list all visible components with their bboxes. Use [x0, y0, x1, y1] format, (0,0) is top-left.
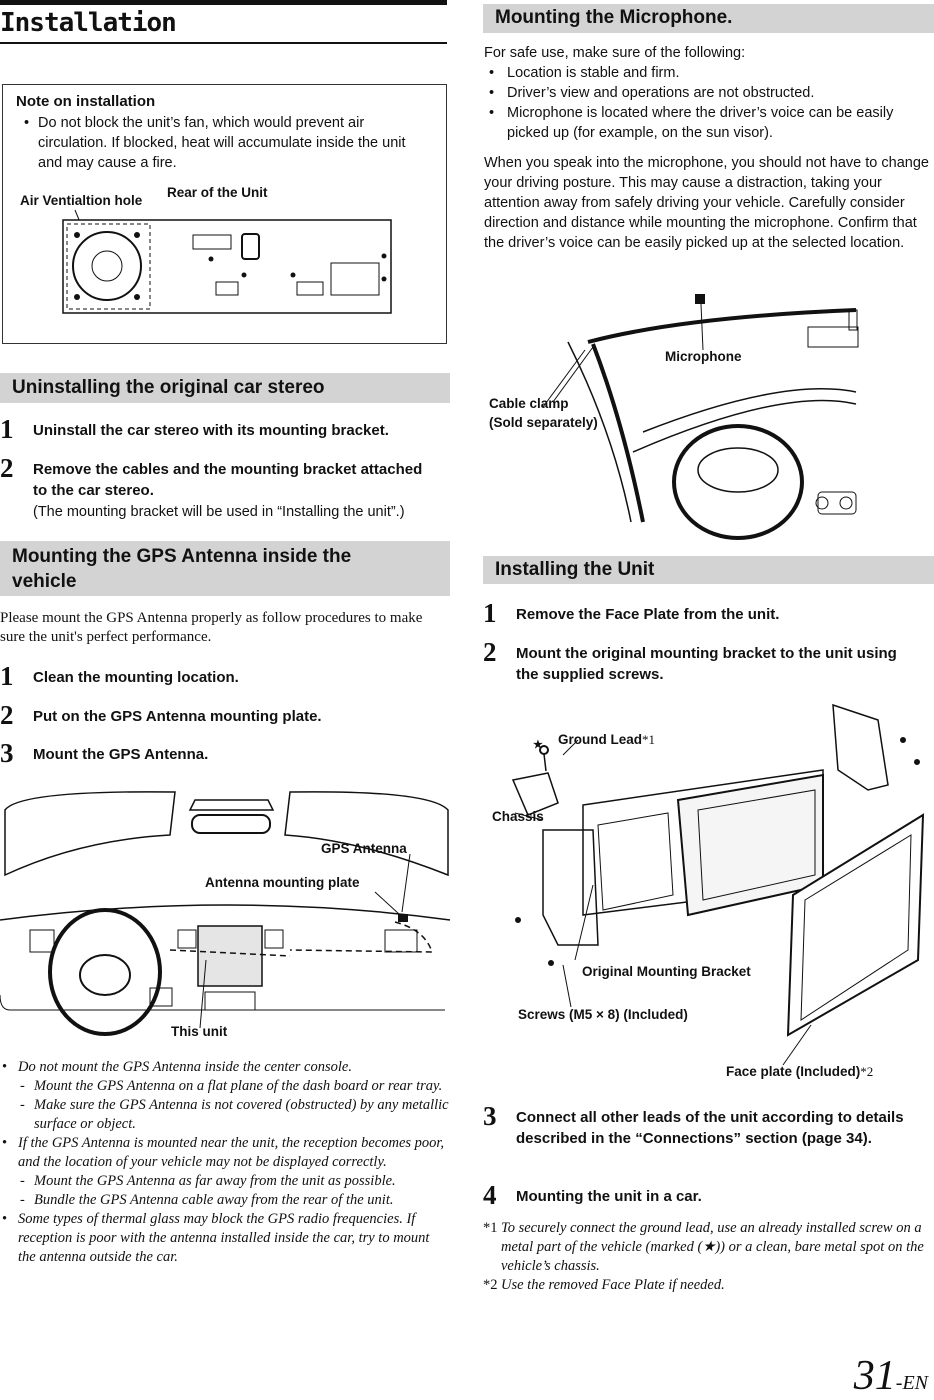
microphone-figure [542, 294, 859, 540]
gps-step-2: 2 Put on the GPS Antenna mounting plate. [0, 700, 322, 730]
mic-bullet-item: •Driver’s view and operations are not ob… [489, 85, 815, 101]
label-mounting-bracket: Original Mounting Bracket [582, 964, 751, 979]
label-antenna-plate: Antenna mounting plate [205, 875, 360, 890]
label-microphone: Microphone [665, 349, 742, 364]
uninstall-step-1: 1 Uninstall the car stereo with its moun… [0, 414, 389, 444]
gps-note-item: •Some types of thermal glass may block t… [2, 1211, 430, 1265]
label-rear-unit: Rear of the Unit [167, 185, 268, 200]
mic-paragraph: When you speak into the microphone, you … [484, 155, 929, 251]
label-ground-lead: Ground Lead*1 [558, 732, 655, 747]
mic-bullet-item: •Location is stable and firm. [489, 65, 680, 81]
gps-intro: Please mount the GPS Antenna properly as… [0, 610, 423, 645]
install-step-2: 2 Mount the original mounting bracket to… [483, 637, 897, 683]
gps-dashboard-figure [0, 791, 451, 1036]
page-number: 31-EN [853, 1353, 928, 1399]
gps-note-item: -Mount the GPS Antenna on a flat plane o… [20, 1078, 443, 1094]
gps-notes-list: •Do not mount the GPS Antenna inside the… [0, 1058, 450, 1267]
section-gps-heading: Mounting the GPS Antenna inside the vehi… [0, 541, 450, 596]
page-title: Installation [0, 8, 177, 38]
mic-bullet-list: •Location is stable and firm. •Driver’s v… [489, 63, 934, 143]
note-bullet: • Do not block the unit’s fan, which wou… [24, 115, 406, 171]
label-gps-antenna: GPS Antenna [321, 841, 407, 856]
page-title-bar: Installation [0, 0, 447, 44]
uninstall-step-2: 2 Remove the cables and the mounting bra… [0, 453, 423, 520]
mic-intro: For safe use, make sure of the following… [484, 45, 746, 61]
gps-step-1: 1 Clean the mounting location. [0, 661, 239, 691]
mic-bullet-item: •Microphone is located where the driver’… [489, 105, 894, 141]
section-install-heading: Installing the Unit [483, 556, 934, 584]
gps-step-3: 3 Mount the GPS Antenna. [0, 738, 209, 768]
gps-note-item: -Mount the GPS Antenna as far away from … [20, 1173, 396, 1189]
ground-star: ★ [533, 739, 543, 751]
label-face-plate: Face plate (Included)*2 [726, 1064, 874, 1079]
footnote-2: *2 Use the removed Face Plate if needed. [483, 1277, 725, 1293]
install-step-4: 4 Mounting the unit in a car. [483, 1180, 702, 1210]
gps-note-item: -Bundle the GPS Antenna cable away from … [20, 1192, 394, 1208]
gps-note-item: -Make sure the GPS Antenna is not covere… [20, 1097, 449, 1132]
label-chassis: Chassis [492, 809, 544, 824]
installation-note-box: Note on installation • Do not block the … [2, 84, 447, 344]
label-screws: Screws (M5 × 8) (Included) [518, 1007, 688, 1022]
label-cable-clamp: Cable clamp [489, 396, 569, 411]
label-sold-separately: (Sold separately) [489, 415, 598, 430]
note-heading: Note on installation [16, 93, 156, 110]
section-mic-heading: Mounting the Microphone. [483, 4, 934, 33]
gps-note-item: •Do not mount the GPS Antenna inside the… [2, 1059, 352, 1075]
label-air-vent: Air Ventialtion hole [20, 193, 143, 208]
label-this-unit: This unit [171, 1024, 228, 1039]
gps-note-item: •If the GPS Antenna is mounted near the … [2, 1135, 445, 1170]
unit-installation-figure [511, 703, 925, 1066]
rear-unit-figure [62, 209, 392, 314]
install-step-3: 3 Connect all other leads of the unit ac… [483, 1101, 904, 1147]
section-uninstall-heading: Uninstalling the original car stereo [0, 373, 450, 403]
footnote-1: *1 To securely connect the ground lead, … [483, 1220, 924, 1274]
install-step-1: 1 Remove the Face Plate from the unit. [483, 598, 780, 628]
